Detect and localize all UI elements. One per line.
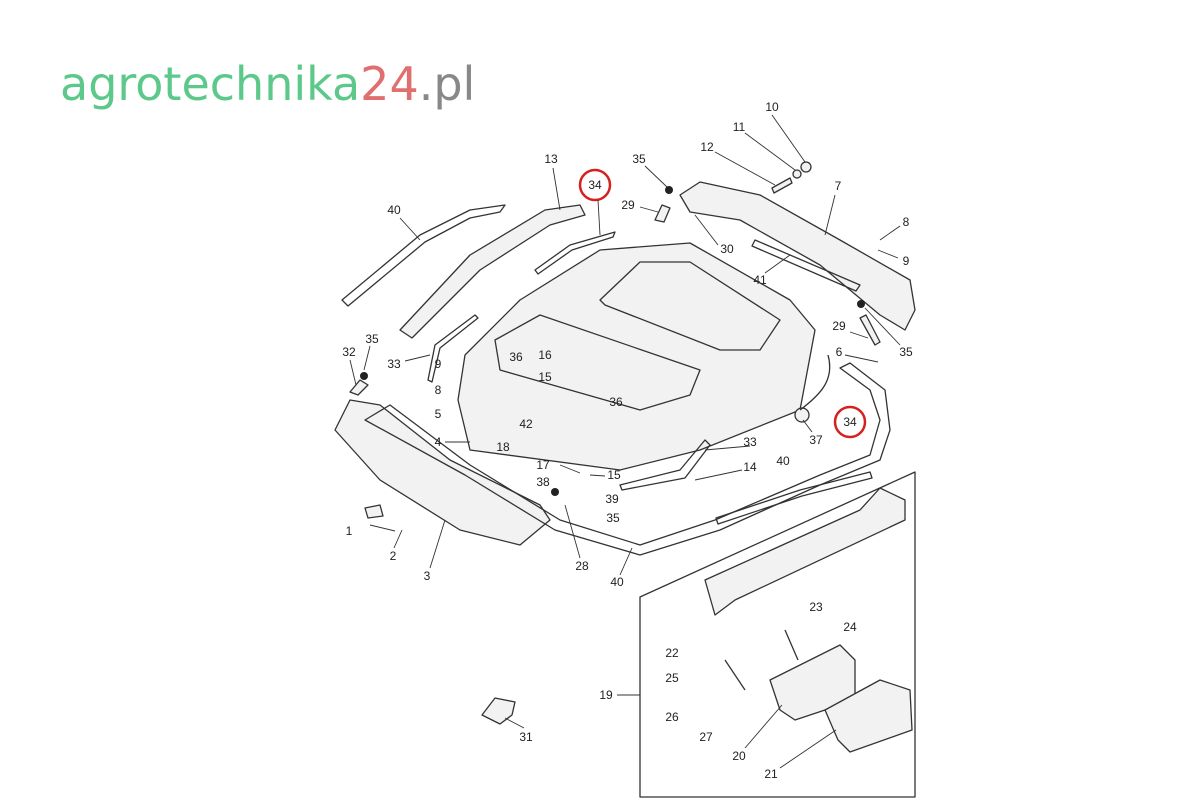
label-17: 17 — [536, 458, 550, 472]
highlight-circle-34-top — [578, 168, 612, 202]
leader-lines — [349, 114, 901, 769]
hinge-23 — [784, 629, 799, 661]
label-11: 11 — [733, 120, 746, 134]
label-39: 39 — [605, 492, 619, 506]
plug-37 — [794, 407, 810, 423]
lid-21 — [824, 679, 913, 753]
label-40: 40 — [387, 203, 401, 217]
label-40: 40 — [610, 575, 624, 589]
label-9: 9 — [903, 254, 910, 268]
label-41: 41 — [753, 273, 767, 287]
seal-34-top — [534, 231, 616, 275]
seal-33-right — [619, 439, 711, 491]
label-1: 1 — [346, 524, 353, 538]
plug-35-top — [665, 186, 673, 194]
label-18: 18 — [496, 440, 510, 454]
label-3: 3 — [424, 569, 431, 583]
label-23: 23 — [809, 600, 823, 614]
front-trim-3 — [334, 399, 551, 546]
label-9: 9 — [435, 357, 442, 371]
label-13: 13 — [544, 152, 558, 166]
label-22: 22 — [665, 646, 679, 660]
watermark: agrotechnika24.pl — [60, 57, 475, 111]
label-28: 28 — [575, 559, 589, 573]
label-34-highlighted: 34 — [843, 415, 857, 429]
label-6: 6 — [836, 345, 843, 359]
label-5: 5 — [435, 407, 442, 421]
label-34-highlighted: 34 — [588, 178, 602, 192]
label-14: 14 — [743, 460, 757, 474]
label-38: 38 — [536, 475, 550, 489]
highlight-circle-34-right — [833, 405, 867, 439]
label-33: 33 — [387, 357, 401, 371]
label-25: 25 — [665, 671, 679, 685]
nut-10 — [800, 161, 812, 173]
label-35: 35 — [632, 152, 646, 166]
hinge-22 — [724, 659, 746, 691]
seal-strip-40-left — [341, 204, 506, 307]
roof-inner-frame — [494, 314, 701, 411]
plug-35-bottom — [551, 488, 559, 496]
seal-40-bottom — [364, 362, 891, 556]
label-15: 15 — [538, 370, 552, 384]
label-20: 20 — [732, 749, 746, 763]
label-30: 30 — [720, 242, 734, 256]
label-35: 35 — [365, 332, 379, 346]
label-35: 35 — [899, 345, 913, 359]
plug-35-left — [360, 372, 368, 380]
label-26: 26 — [665, 710, 679, 724]
seal-40-right — [715, 471, 873, 525]
part-31 — [481, 697, 516, 725]
label-21: 21 — [764, 767, 778, 781]
label-8: 8 — [903, 215, 910, 229]
label-40: 40 — [776, 454, 790, 468]
label-4: 4 — [435, 435, 442, 449]
label-24: 24 — [843, 620, 857, 634]
detail-frame — [639, 471, 916, 798]
label-36: 36 — [509, 350, 523, 364]
trim-13 — [399, 204, 586, 339]
label-7: 7 — [835, 179, 842, 193]
bracket-29-top — [654, 204, 671, 223]
label-16: 16 — [538, 348, 552, 362]
washer-11 — [792, 169, 802, 179]
label-35: 35 — [606, 511, 620, 525]
console-cover — [704, 487, 906, 616]
label-8: 8 — [435, 383, 442, 397]
seal-33-left — [427, 314, 479, 383]
label-19: 19 — [599, 688, 613, 702]
clip-1 — [364, 504, 384, 519]
hose-34 — [799, 354, 831, 411]
label-2: 2 — [390, 549, 397, 563]
plug-35-right — [857, 300, 865, 308]
label-37: 37 — [809, 433, 823, 447]
strip-41 — [751, 239, 861, 292]
label-42: 42 — [519, 417, 533, 431]
sunroof-glass — [599, 261, 781, 351]
label-15: 15 — [607, 468, 621, 482]
bolt-12 — [771, 177, 793, 194]
label-29: 29 — [832, 319, 846, 333]
label-36: 36 — [609, 395, 623, 409]
clip-32 — [349, 379, 369, 396]
bracket-29-right — [859, 314, 881, 346]
label-32: 32 — [342, 345, 356, 359]
rear-trim-7 — [679, 181, 916, 331]
label-27: 27 — [699, 730, 713, 744]
label-10: 10 — [765, 100, 779, 114]
label-31: 31 — [519, 730, 533, 744]
label-33: 33 — [743, 435, 757, 449]
part-labels: 10 11 12 7 35 34 13 29 30 8 9 40 41 29 3… — [342, 100, 913, 781]
label-12: 12 — [700, 140, 714, 154]
label-29: 29 — [621, 198, 635, 212]
roof-drawing — [334, 161, 916, 798]
